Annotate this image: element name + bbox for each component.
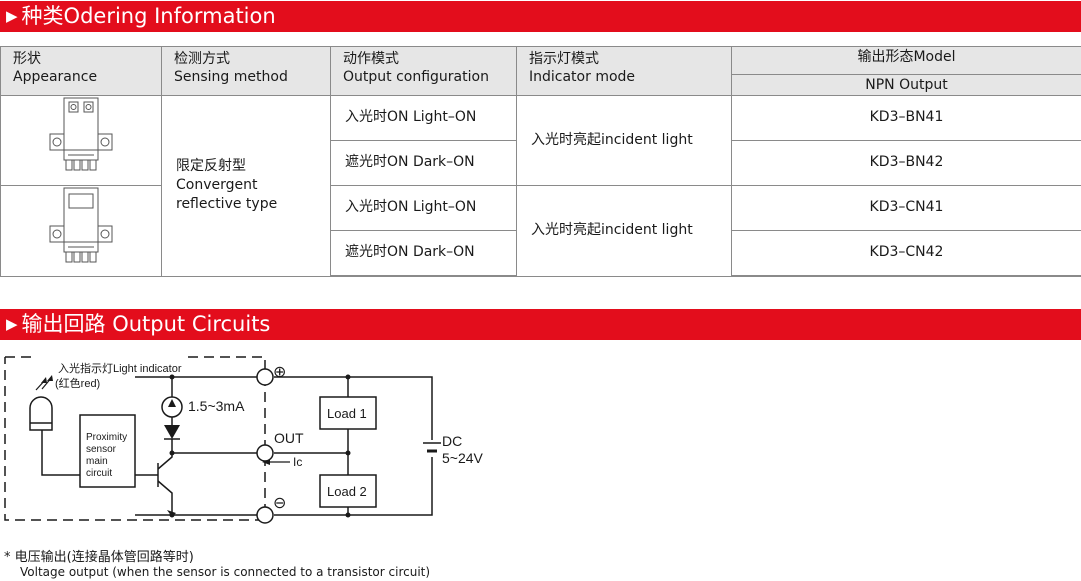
red-label: (红色red) xyxy=(55,376,100,390)
load-2-label: Load 2 xyxy=(327,484,367,499)
table-row: 入光时ON Light–ON 入光时亮起incident light KD3–C… xyxy=(0,184,1081,277)
svg-text:circuit: circuit xyxy=(86,468,112,479)
dc-label: DC xyxy=(442,433,462,449)
ordering-banner: ▶种类Odering Information xyxy=(0,1,1081,32)
mode-cell: 入光时ON Light–ON xyxy=(330,184,517,231)
sensor-bn-drawing xyxy=(49,97,113,171)
mode-cell: 入光时ON Light–ON xyxy=(330,94,517,141)
indicator-cell: 入光时亮起incident light xyxy=(516,184,732,277)
model-cell: KD3–BN41 xyxy=(731,94,1081,141)
load-1-label: Load 1 xyxy=(327,406,367,421)
terminal-plus-icon xyxy=(256,368,274,386)
circuits-title: 输出回路 Output Circuits xyxy=(21,312,271,336)
table-header-row: NPN Output xyxy=(1,73,1081,96)
minus-symbol: ⊖ xyxy=(273,495,286,512)
mode-cell: 遮光时ON Dark–ON xyxy=(330,229,517,277)
triangle-right-icon: ▶ xyxy=(6,7,18,25)
model-cell: KD3–CN41 xyxy=(731,184,1081,231)
terminal-minus-icon xyxy=(256,506,274,524)
svg-text:Proximity: Proximity xyxy=(86,432,127,443)
out-label: OUT xyxy=(274,430,304,446)
output-circuit-diagram: 入光指示灯Light indicator (红色red) 1.5~3mA Pro… xyxy=(4,356,484,524)
sensor-cn-drawing xyxy=(49,187,113,262)
mode-cell: 遮光时ON Dark–ON xyxy=(330,139,517,186)
table-row: 遮光时ON Dark–ON KD3–BN42 xyxy=(1,139,1081,186)
current-label: 1.5~3mA xyxy=(188,398,245,414)
model-cell: KD3–BN42 xyxy=(731,139,1081,186)
sensor-main-block xyxy=(79,414,136,488)
model-cell: KD3–CN42 xyxy=(731,229,1081,277)
appearance-image-cn xyxy=(0,184,162,277)
plus-symbol: ⊕ xyxy=(273,364,286,381)
ordering-title: 种类Odering Information xyxy=(21,4,276,28)
circuits-banner: ▶输出回路 Output Circuits xyxy=(0,309,1081,340)
note-cn: * 电压输出(连接晶体管回路等时) xyxy=(4,550,194,565)
table-row: 遮光时ON Dark–ON KD3–CN42 xyxy=(1,229,1081,277)
terminal-out-icon xyxy=(256,444,274,462)
indicator-led-icon xyxy=(29,396,53,431)
svg-text:main: main xyxy=(86,456,108,467)
header-model: 输出形态Model xyxy=(731,46,1081,75)
note-en: Voltage output (when the sensor is conne… xyxy=(20,565,431,579)
light-indicator-label: 入光指示灯Light indicator xyxy=(58,361,182,375)
voltage-label: 5~24V xyxy=(442,450,484,466)
diode-icon xyxy=(164,425,180,439)
svg-text:sensor: sensor xyxy=(86,444,117,455)
appearance-image-bn xyxy=(0,94,162,186)
indicator-cell: 入光时亮起incident light xyxy=(516,94,732,186)
header-npn: NPN Output xyxy=(731,73,1081,96)
ic-label: Ic xyxy=(293,455,302,469)
triangle-right-icon: ▶ xyxy=(6,315,18,333)
